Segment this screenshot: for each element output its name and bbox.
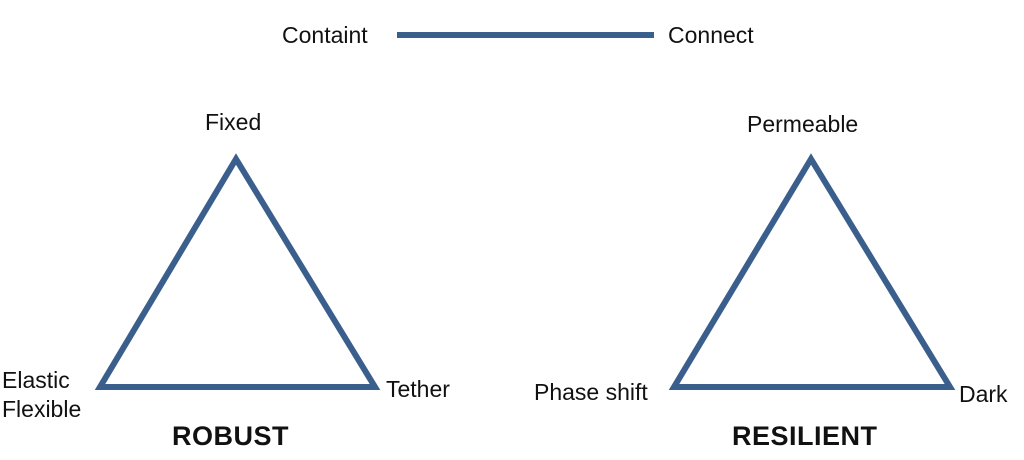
resilient-left-label: Phase shift — [534, 379, 648, 405]
connect-label: Connect — [668, 22, 754, 48]
robust-left-label-line1: Elastic — [2, 367, 70, 393]
resilient-top-label: Permeable — [747, 111, 859, 137]
robust-title: ROBUST — [172, 421, 289, 451]
resilient-right-label: Dark — [959, 381, 1008, 407]
containt-label: Containt — [282, 22, 368, 48]
robust-top-label: Fixed — [205, 109, 262, 135]
resilient-title: RESILIENT — [732, 421, 878, 451]
robust-right-label: Tether — [386, 376, 450, 402]
robust-left-label: Elastic Flexible — [2, 366, 81, 424]
robust-triangle — [94, 153, 381, 390]
robust-left-label-line2: Flexible — [2, 396, 82, 422]
resilient-triangle — [668, 153, 956, 390]
